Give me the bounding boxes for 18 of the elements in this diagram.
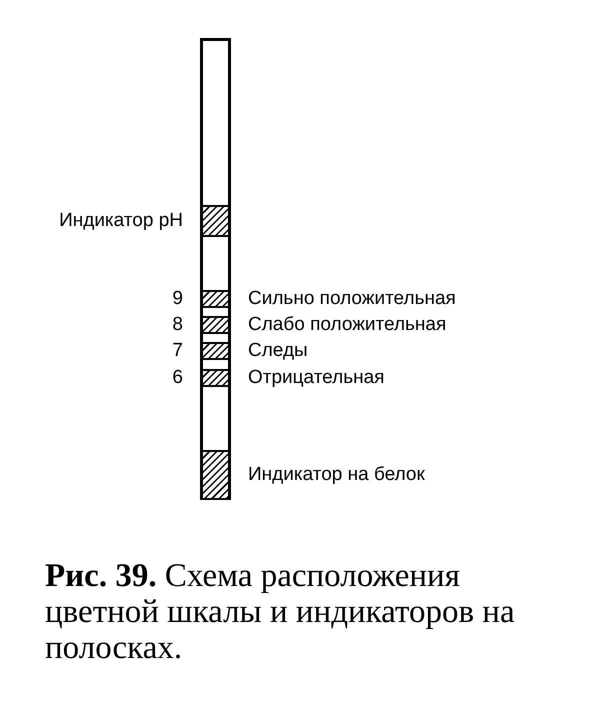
hatched-pad: [203, 290, 228, 308]
scale-label: Слабо положительная: [248, 314, 446, 336]
indicator-label: Индикатор pH: [59, 210, 183, 232]
indicator-label: Индикатор на белок: [248, 464, 425, 486]
hatched-pad: [203, 450, 228, 500]
scale-number: 9: [172, 288, 183, 310]
hatched-pad: [203, 342, 228, 360]
scale-label: Отрицательная: [248, 367, 384, 389]
scale-number: 8: [172, 314, 183, 336]
scale-number: 7: [172, 340, 183, 362]
hatched-pad: [203, 205, 228, 237]
scale-label: Сильно положительная: [248, 288, 456, 310]
scale-label: Следы: [248, 340, 308, 362]
figure-caption: Рис. 39. Схема расположения цветной шкалы и индикаторов на полосках.: [45, 558, 516, 666]
hatched-pad: [203, 316, 228, 334]
hatched-pad: [203, 369, 228, 387]
test-strip: [200, 38, 231, 500]
scale-number: 6: [172, 367, 183, 389]
